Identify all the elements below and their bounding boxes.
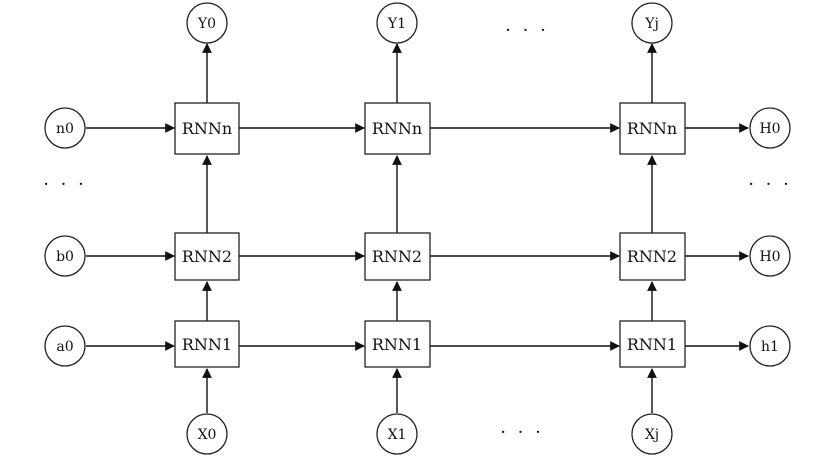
- input-node-x0: X0: [186, 413, 228, 455]
- input-label-x1: X1: [388, 427, 407, 443]
- output-node-y1: Y1: [376, 2, 418, 44]
- ellipsis-top: · · ·: [505, 20, 549, 41]
- rnn-cell-2-colj: RNN2: [619, 232, 686, 281]
- ellipsis-right: · · ·: [748, 174, 792, 195]
- rnn-cell-1-col0: RNN1: [174, 320, 240, 368]
- final-state-label-h1: h1: [761, 339, 779, 355]
- output-label-y0: Y0: [197, 16, 216, 32]
- layer-input-label-a0: a0: [56, 339, 73, 355]
- layer-input-node-a0: a0: [44, 325, 86, 367]
- final-state-node-h0-mid: H0: [749, 235, 791, 277]
- rnn-cell-1-col1: RNN1: [364, 320, 431, 368]
- rnn-cell-label: RNNn: [372, 119, 422, 138]
- layer-input-node-b0: b0: [44, 235, 86, 277]
- final-state-node-h0-top: H0: [749, 107, 791, 149]
- input-node-xj: Xj: [631, 413, 673, 455]
- rnn-cell-n-colj: RNNn: [619, 102, 686, 155]
- output-node-yj: Yj: [631, 2, 673, 44]
- rnn-cell-label: RNN2: [627, 247, 677, 266]
- output-node-y0: Y0: [186, 2, 228, 44]
- layer-input-node-n0: n0: [44, 107, 86, 149]
- layer-input-label-b0: b0: [56, 249, 74, 265]
- rnn-cell-label: RNN1: [372, 335, 422, 354]
- rnn-cell-n-col0: RNNn: [174, 102, 240, 155]
- input-label-xj: Xj: [645, 427, 659, 443]
- rnn-cell-label: RNNn: [627, 119, 677, 138]
- final-state-label-h0-top: H0: [759, 121, 780, 137]
- rnn-cell-1-colj: RNN1: [619, 320, 686, 368]
- rnn-cell-label: RNN1: [182, 335, 232, 354]
- rnn-cell-2-col0: RNN2: [174, 232, 240, 281]
- rnn-cell-label: RNN1: [627, 335, 677, 354]
- final-state-node-h1: h1: [749, 325, 791, 367]
- ellipsis-left: · · ·: [43, 174, 87, 195]
- rnn-cell-label: RNN2: [182, 247, 232, 266]
- rnn-cell-label: RNNn: [182, 119, 232, 138]
- ellipsis-bottom: · · ·: [500, 422, 544, 443]
- rnn-cell-n-col1: RNNn: [364, 102, 431, 155]
- output-label-yj: Yj: [644, 16, 659, 32]
- input-label-x0: X0: [198, 427, 217, 443]
- input-node-x1: X1: [376, 413, 418, 455]
- rnn-cell-label: RNN2: [372, 247, 422, 266]
- final-state-label-h0-mid: H0: [759, 249, 780, 265]
- layer-input-label-n0: n0: [56, 121, 74, 137]
- output-label-y1: Y1: [387, 16, 406, 32]
- rnn-cell-2-col1: RNN2: [364, 232, 431, 281]
